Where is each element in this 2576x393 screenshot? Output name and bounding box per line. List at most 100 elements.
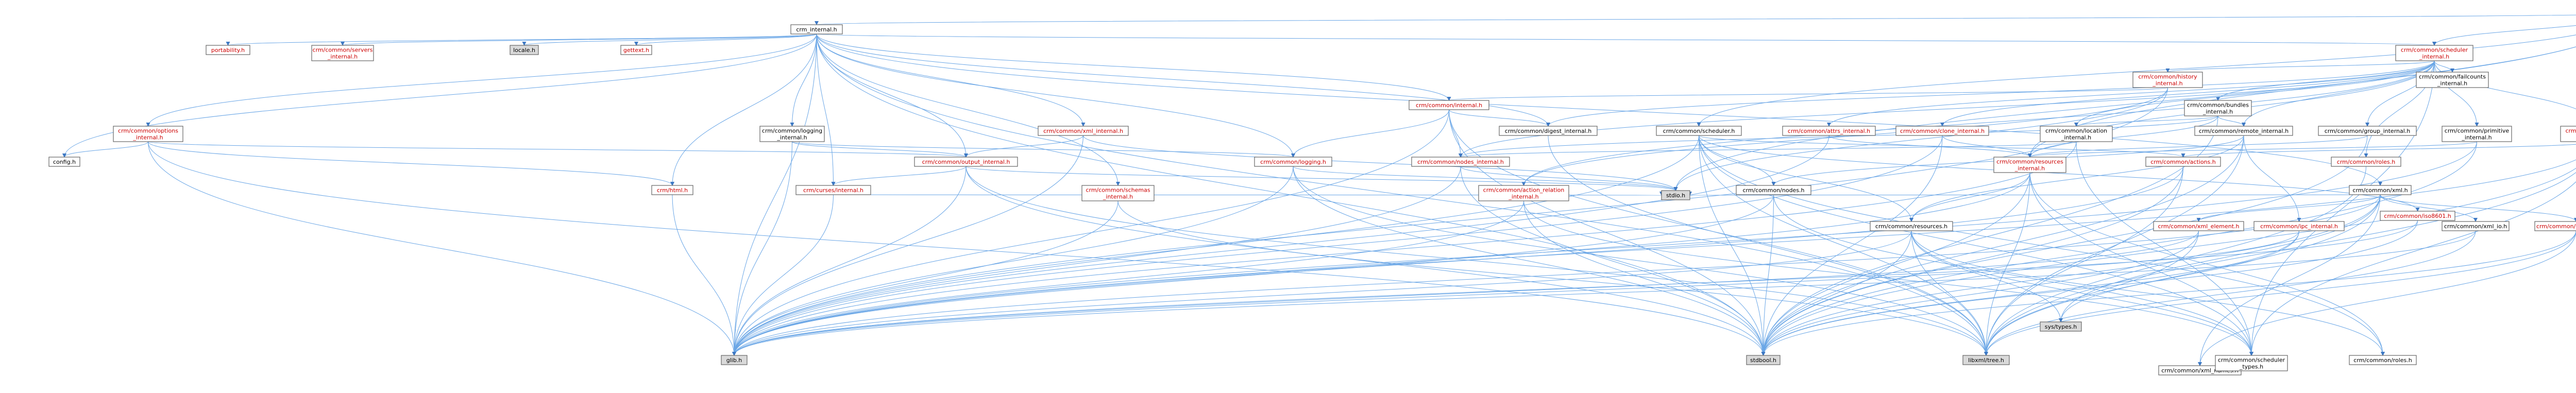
node-logging_internal[interactable]: crm/common/logging_internal.h [759,126,825,142]
node-systypes[interactable]: sys/types.h [2040,321,2082,332]
edge-nodes_internal-to-stdbool [1460,166,1766,356]
edge-action_relation-to-scheduler_types [1523,200,2253,356]
edge-xml_io-to-libxml [1984,230,2476,356]
edge-common_internal-to-nodes_internal [1449,109,1463,158]
node-output_internal[interactable]: crm/common/output_internal.h [914,157,1018,167]
node-scheduler_types[interactable]: crm/common/scheduler_types.h [2215,355,2288,371]
edge-xml_compat-to-stdbool [1761,230,2576,356]
edge-resources_internal-to-glib [732,172,2030,356]
node-box [1081,185,1155,201]
node-roles[interactable]: crm/common/roles.h [2331,157,2401,167]
node-xml_compat[interactable]: crm/common/xml_compat.h [2534,221,2576,231]
edge-history_internal-to-stdio [1673,87,2168,191]
node-label: _internal.h [1103,194,1133,200]
node-actions_internal[interactable]: crm/common/actions_internal.h [2560,126,2576,142]
node-label: crm/common/scheduler [2218,357,2285,364]
node-scheduler_h[interactable]: crm/common/scheduler.h [1656,126,1742,136]
edge-nodes-to-scheduler_types [1773,194,2253,356]
node-clone_internal[interactable]: crm/common/clone_internal.h [1895,126,1989,136]
edge-location_internal-to-glib [732,141,2077,356]
node-box [1870,221,1953,231]
node-primitive_internal[interactable]: crm/common/primitive_internal.h [2442,126,2512,142]
node-config[interactable]: config.h [48,157,80,167]
edge-xml_internal-to-output_internal [964,135,1083,158]
node-resources[interactable]: crm/common/resources.h [1870,221,1953,231]
edge-output_internal-to-stdio [965,166,1678,191]
node-scheduler_internal[interactable]: crm/common/scheduler_internal.h [2395,45,2473,61]
node-location_internal[interactable]: crm/common/location_internal.h [2040,126,2113,142]
edge-common_internal-to-stdbool [1449,109,1766,356]
edge-output_internal-to-stdbool [965,166,1766,356]
edge-actions_internal-to-glib [732,159,2576,356]
node-actions[interactable]: crm/common/actions.h [2145,157,2221,167]
node-failcounts_internal[interactable]: crm/common/failcounts_internal.h [2416,72,2489,88]
edge-location_internal-to-scheduler_types [2076,141,2253,356]
edge-crm_internal-to-xml_internal [816,33,1086,127]
edge-attrs_internal-to-glib [732,135,1829,356]
edge-actions-to-libxml [1984,166,2183,356]
node-label: _internal.h [132,134,163,141]
node-stdbool[interactable]: stdbool.h [1746,355,1781,365]
node-action_relation[interactable]: crm/common/action_relation_internal.h [1478,185,1569,201]
node-logging[interactable]: crm/common/logging.h [1254,157,1332,167]
node-label: crm/common/roles.h [2353,357,2412,364]
node-curses_internal[interactable]: crm/curses/internal.h [795,185,871,195]
node-roles_h[interactable]: crm/common/roles.h [2349,355,2417,365]
node-servers_internal[interactable]: crm/common/servers_internal.h [311,45,374,61]
node-nodes_internal[interactable]: crm/common/nodes_internal.h [1411,157,1510,167]
edge-html-to-glib [672,194,736,356]
node-nodes[interactable]: crm/common/nodes.h [1736,185,1811,195]
edge-xml-to-xml_names [2198,194,2381,366]
edge-digest_internal-to-libxml [1548,135,1988,356]
node-history_internal[interactable]: crm/common/history_internal.h [2132,72,2203,88]
node-box [206,45,250,55]
node-xml[interactable]: crm/common/xml.h [2349,185,2412,195]
node-label: crm/common/group_internal.h [2325,128,2411,134]
node-group_internal[interactable]: crm/common/group_internal.h [2318,126,2417,136]
edge-nodes_internal-to-stdio [1460,166,1678,191]
node-box [2331,157,2401,167]
node-box [651,185,693,195]
node-glib[interactable]: glib.h [721,355,748,365]
node-box [1782,126,1876,136]
node-xml_io[interactable]: crm/common/xml_io.h [2442,221,2510,231]
edge-resources-to-glib [732,230,1912,356]
edge-crm_internal-to-servers_internal [341,33,817,46]
node-box [2153,221,2244,231]
node-bundles_internal[interactable]: crm/common/bundles_internal.h [2184,100,2252,116]
edge-scheduler_internal-to-failcounts_internal [2434,60,2454,73]
node-label: crm/common/scheduler.h [1663,128,1735,134]
edge-xml-to-libxml [1984,194,2381,356]
edge-clone_internal-to-stdbool [1761,135,1943,356]
edge-iso8601-to-glib [732,220,2418,356]
edge-xml-to-systypes [2059,194,2381,322]
node-xml_internal[interactable]: crm/common/xml_internal.h [1038,126,1129,136]
edge-crm_internal-to-scheduler_internal [816,33,2435,46]
node-digest_internal[interactable]: crm/common/digest_internal.h [1499,126,1598,136]
node-locale[interactable]: locale.h [510,45,539,55]
node-resources_internal[interactable]: crm/common/resources_internal.h [1993,157,2066,173]
node-remote_internal[interactable]: crm/common/remote_internal.h [2194,126,2293,136]
edge-scheduler_internal-to-digest_internal [1546,60,2435,127]
node-iso8601[interactable]: crm/common/iso8601.h [2380,211,2455,221]
node-gettext[interactable]: gettext.h [620,45,652,55]
node-ipc_internal[interactable]: crm/common/ipc_internal.h [2253,221,2345,231]
node-box [2534,221,2576,231]
node-box [790,24,843,35]
node-schemas_internal[interactable]: crm/common/schemas_internal.h [1081,185,1155,201]
node-libxml[interactable]: libxml/tree.h [1962,355,2010,365]
edge-clone_internal-to-resources_internal [1942,135,2032,158]
node-attrs_internal[interactable]: crm/common/attrs_internal.h [1782,126,1876,136]
node-html[interactable]: crm/html.h [651,185,693,195]
node-options_internal[interactable]: crm/common/options_internal.h [113,126,183,142]
node-crm_internal[interactable]: crm_internal.h [790,24,843,35]
node-common_internal[interactable]: crm/common/internal.h [1409,100,1489,110]
node-box [1254,157,1332,167]
node-label: _internal.h [776,134,807,141]
node-portability[interactable]: portability.h [206,45,250,55]
node-stdio[interactable]: stdio.h [1661,190,1690,200]
edge-xml-to-xml_element [2196,194,2381,222]
edge-scheduler_internal-to-location_internal [2074,60,2435,127]
node-xml_element[interactable]: crm/common/xml_element.h [2153,221,2244,231]
